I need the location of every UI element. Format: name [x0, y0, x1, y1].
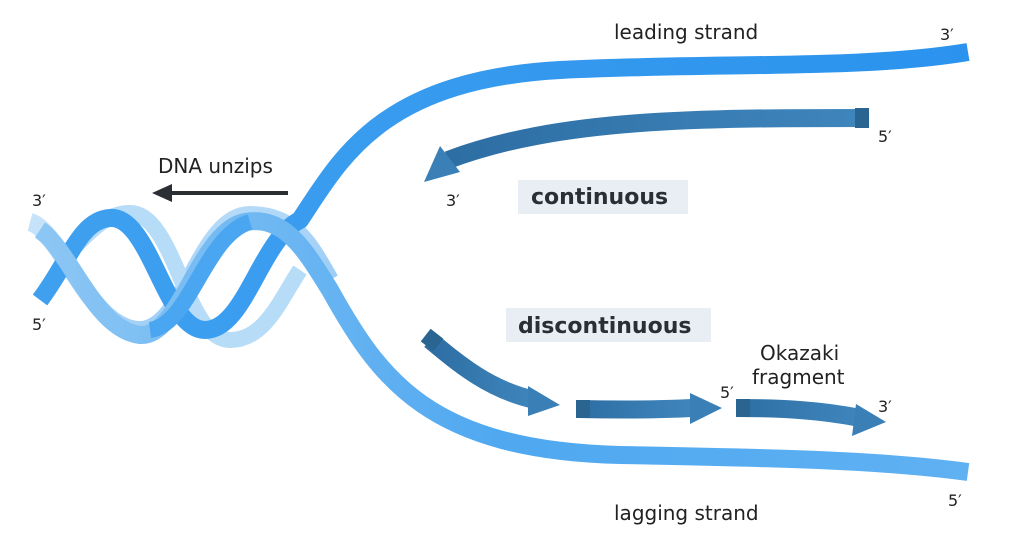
- okazaki-fragment-2: [576, 393, 722, 424]
- okazaki-fragment-1: [420, 328, 560, 416]
- end-label-helix-top-left: 3′: [32, 191, 46, 210]
- continuous-label-box: [518, 180, 688, 214]
- okazaki-label-line1: Okazaki: [760, 341, 839, 365]
- end-label-okazaki-start: 5′: [720, 383, 734, 402]
- continuous-label: continuous: [531, 185, 668, 210]
- end-label-leading-right: 3′: [940, 25, 954, 44]
- end-label-continuous-start: 5′: [878, 127, 892, 146]
- continuous-new-strand: [424, 108, 869, 182]
- lagging-strand-label: lagging strand: [614, 501, 759, 525]
- okazaki-fragment-3: [735, 399, 886, 436]
- discontinuous-label: discontinuous: [518, 314, 691, 339]
- okazaki-label-line2: fragment: [752, 365, 845, 389]
- end-label-continuous-end: 3′: [446, 191, 460, 210]
- dna-unzips-arrow: [152, 184, 288, 202]
- lagging-parent-strand: [34, 212, 970, 481]
- dna-unzips-label: DNA unzips: [158, 154, 273, 178]
- end-label-helix-bottom-left: 5′: [32, 315, 46, 334]
- helix-front-twist: [147, 214, 254, 338]
- end-label-okazaki-end: 3′: [878, 397, 892, 416]
- leading-parent-strand: [32, 43, 970, 339]
- end-label-lagging-right: 5′: [948, 491, 962, 510]
- leading-strand-label: leading strand: [614, 20, 758, 44]
- discontinuous-label-box: [506, 308, 711, 342]
